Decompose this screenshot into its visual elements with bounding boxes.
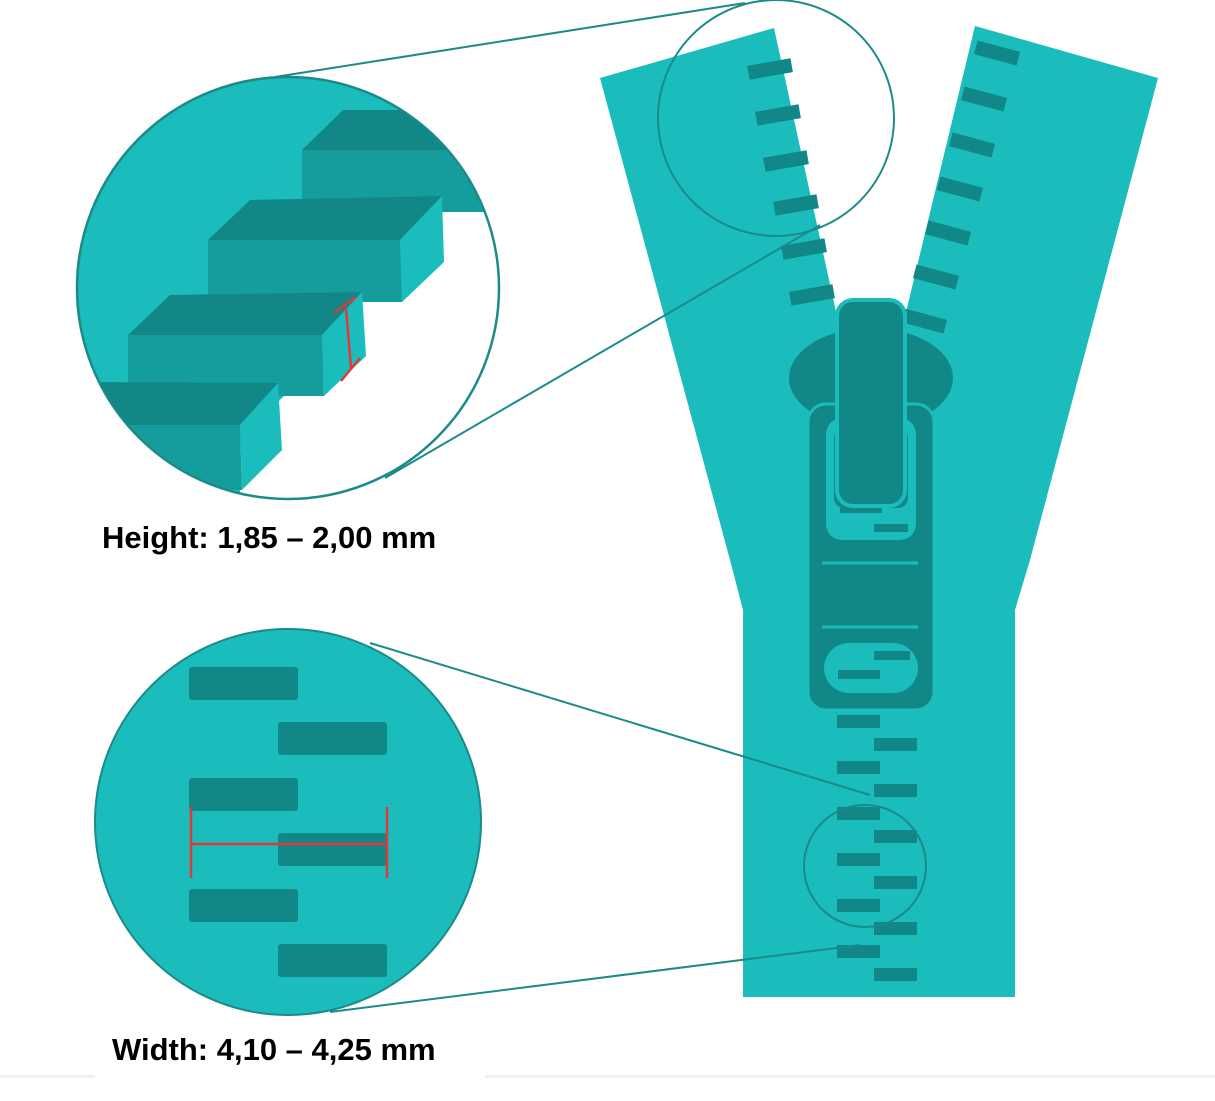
zipper-slider: [789, 298, 953, 712]
height-zoom-circle: [75, 75, 501, 501]
connector-line-bottom-1: [369, 642, 871, 796]
zipper-tape-right: [878, 26, 1158, 997]
width-magnifier: [94, 628, 927, 1016]
height-magnifier: [75, 0, 895, 501]
connector-line-top-1: [274, 2, 746, 78]
width-label: Width: 4,10 – 4,25 mm: [112, 1032, 436, 1067]
zipper-teeth-closed: [837, 715, 917, 981]
zipper-teeth-left-open: [747, 58, 835, 306]
bottom-divider-right: [485, 1075, 1215, 1078]
zipper-teeth-right-open: [900, 40, 1021, 334]
width-source-circle: [803, 804, 927, 928]
bottom-divider-left: [0, 1075, 95, 1078]
connector-line-bottom-2: [329, 944, 861, 1013]
zipper-illustration: [600, 26, 1158, 997]
height-source-circle: [657, 0, 895, 237]
height-label: Height: 1,85 – 2,00 mm: [102, 520, 437, 555]
zipper-open-gap: [774, 26, 975, 330]
width-measure-marker: [189, 807, 389, 878]
height-measure-marker: [333, 295, 361, 382]
zipper-tape-left: [600, 28, 880, 997]
connector-line-top-2: [384, 224, 821, 479]
